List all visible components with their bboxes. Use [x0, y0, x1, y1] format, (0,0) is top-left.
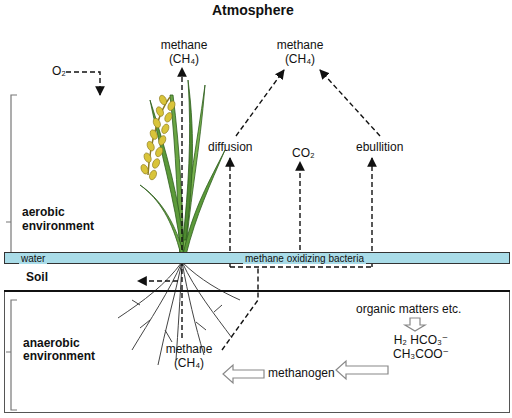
rice-plant — [140, 80, 225, 262]
zone-label: anaerobic environment — [23, 337, 107, 363]
soil-band: Soil — [4, 264, 510, 292]
zone-label: aerobic environment — [22, 205, 106, 233]
rice-grain — [140, 163, 150, 175]
rice-grain — [157, 135, 167, 147]
gas-flow-arrow — [66, 68, 380, 350]
gas-label: methane (CH₄) — [268, 38, 332, 66]
rice-grain — [158, 94, 168, 106]
layer-label: Soil — [26, 271, 48, 284]
water-band: water methane oxidizing bacteria — [4, 252, 510, 264]
substrate-label: H₂ HCO₃⁻ CH₃COO⁻ — [393, 333, 449, 361]
gas-label: methane (CH₄) — [158, 342, 220, 370]
rice-panicle — [140, 94, 177, 181]
atmosphere-label: Atmosphere — [212, 2, 294, 18]
rice-grain — [163, 111, 173, 123]
microbe-label: methanogen — [268, 366, 335, 380]
rice-grain — [152, 117, 162, 129]
rice-grain — [155, 106, 165, 118]
rice-grain — [143, 152, 153, 164]
rice-grain — [160, 123, 170, 135]
rice-grain — [151, 158, 161, 170]
band-label: water — [19, 253, 47, 264]
gas-label: methane (CH₄) — [152, 38, 216, 66]
rice-grain — [148, 169, 158, 181]
process-label: diffusion — [208, 140, 252, 154]
rice-grain — [149, 129, 159, 141]
process-label: ebullition — [356, 140, 403, 154]
gas-label: O₂ — [52, 64, 66, 78]
rice-grain — [154, 146, 164, 158]
gas-label: CO₂ — [292, 146, 315, 160]
band-label: methane oxidizing bacteria — [243, 253, 366, 264]
rice-grain — [146, 140, 156, 152]
source-label: organic matters etc. — [356, 302, 461, 316]
rice-grain — [166, 100, 176, 112]
